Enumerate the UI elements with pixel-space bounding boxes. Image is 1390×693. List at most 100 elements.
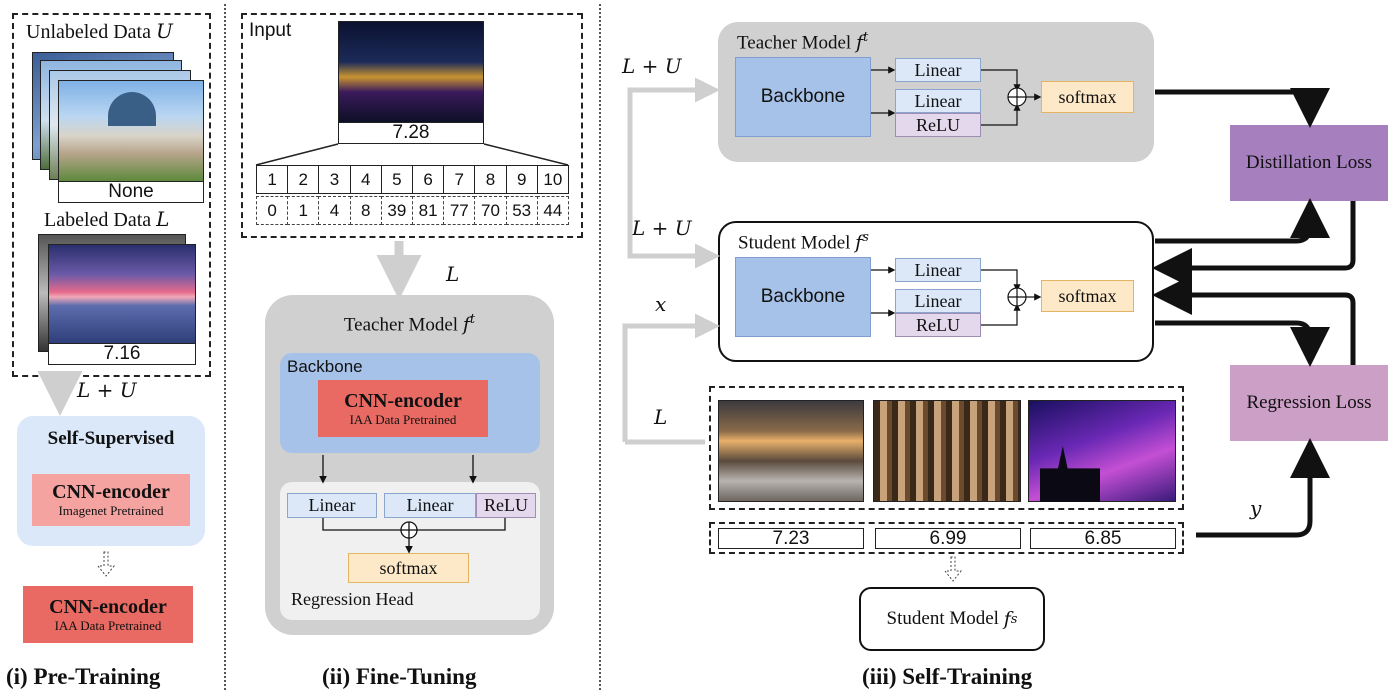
- divider-left: [224, 4, 226, 690]
- teacher-title-text: Teacher Model: [343, 314, 459, 336]
- teacher-title-selftrain: Teacher Model ft: [737, 30, 868, 54]
- divider-right: [599, 4, 601, 690]
- bin-cell: 6: [412, 165, 445, 194]
- input-box: [241, 13, 583, 238]
- backbone-label-finetune: Backbone: [287, 357, 363, 376]
- student-relu: ReLU: [895, 313, 981, 337]
- count-cell: 53: [505, 196, 538, 225]
- unlabeled-data-label: Unlabeled Data U: [26, 19, 173, 44]
- selftrain-score: 6.85: [1030, 528, 1176, 549]
- teacher-relu-text: ReLU: [916, 114, 960, 135]
- st-student-title-text: Student Model: [738, 232, 851, 254]
- ft-linear-1-text: Linear: [308, 495, 356, 515]
- teacher-backbone: Backbone: [735, 57, 871, 137]
- selftrain-photo-1: [718, 400, 864, 502]
- labeled-score: 7.16: [103, 343, 141, 364]
- encoder-finetune-title: CNN-encoder: [344, 389, 462, 412]
- teacher-softmax: softmax: [1041, 81, 1134, 113]
- bin-cell: 4: [349, 165, 382, 194]
- self-supervised-title: Self-Supervised: [47, 428, 175, 449]
- arrow-student-to-regress: [1155, 320, 1330, 367]
- bin-cell: 9: [505, 165, 538, 194]
- ft-softmax: softmax: [348, 553, 469, 583]
- caption-pretraining: (i) Pre-Training: [6, 664, 161, 689]
- arrow-student-input-x: [622, 313, 720, 442]
- teacher-backbone-text: Backbone: [760, 86, 846, 107]
- pretrain-data-box: [12, 13, 211, 377]
- teacher-title-finetune: Teacher Model ft: [265, 312, 554, 336]
- count-cell: 44: [536, 196, 569, 225]
- input-photo: [338, 21, 484, 123]
- count-cell: 0: [256, 196, 289, 225]
- teacher-sup: t: [469, 312, 476, 327]
- distillation-loss-text: Distillation Loss: [1245, 152, 1373, 173]
- student-backbone: Backbone: [735, 257, 871, 337]
- encoder-imagenet-sub: Imagenet Pretrained: [58, 503, 164, 518]
- caption-selftraining: (iii) Self-Training: [862, 664, 1033, 689]
- final-student-title: Student Model: [886, 608, 999, 629]
- unlabeled-score: None: [108, 181, 154, 202]
- arrow-y-to-regress: [1196, 438, 1330, 538]
- selftrain-score: 7.23: [718, 528, 864, 549]
- final-student-symbol: f: [1003, 608, 1011, 630]
- ft-linear-1: Linear: [287, 493, 377, 518]
- input-score-box: 7.28: [338, 122, 484, 144]
- pretrain-arrow-label: L + U: [77, 378, 137, 402]
- ft-linear-2-text: Linear: [406, 495, 454, 515]
- final-student-sup: s: [1010, 611, 1018, 627]
- arrow-regress-back: [1152, 275, 1356, 365]
- selftrain-scores-box: [709, 522, 1184, 554]
- student-linear-1: Linear: [895, 258, 981, 282]
- labeled-label-text: Labeled Data: [44, 209, 152, 231]
- regression-head-label: Regression Head: [291, 589, 414, 609]
- teacher-linear-1-text: Linear: [914, 59, 962, 80]
- student-linear-2-text: Linear: [914, 290, 962, 311]
- arrow-teacher-input: [627, 77, 720, 235]
- student-softmax: softmax: [1041, 280, 1134, 312]
- st-student-symbol: f: [855, 231, 863, 254]
- arrow-pretrain-hollow: [96, 551, 116, 577]
- selftrain-score: 6.99: [875, 528, 1021, 549]
- ft-linear-2: Linear: [384, 493, 476, 518]
- st-teacher-title-text: Teacher Model: [737, 32, 852, 54]
- student-linear-2: Linear: [895, 289, 981, 313]
- unlabeled-symbol: U: [155, 19, 173, 43]
- arrow-teacher-to-distill: [1155, 88, 1330, 128]
- st-teacher-sup: t: [863, 30, 869, 45]
- encoder-finetune-sub: IAA Data Pretrained: [349, 411, 457, 427]
- input-score: 7.28: [392, 122, 430, 143]
- count-cell: 77: [443, 196, 476, 225]
- input-label: Input: [249, 20, 292, 41]
- count-cell: 1: [287, 196, 320, 225]
- label-L: L: [654, 405, 668, 429]
- count-cell: 4: [318, 196, 351, 225]
- count-cell: 39: [380, 196, 413, 225]
- unlabeled-photo-dome: [108, 92, 156, 126]
- count-cell: 8: [349, 196, 382, 225]
- encoder-iaa-pretrain: CNN-encoder IAA Data Pretrained: [23, 586, 193, 643]
- count-cell: 70: [474, 196, 507, 225]
- label-x: x: [655, 292, 667, 316]
- bin-cell: 7: [443, 165, 476, 194]
- unlabeled-score-box: None: [58, 181, 204, 203]
- caption-finetuning: (ii) Fine-Tuning: [322, 664, 477, 689]
- teacher-linear-2-text: Linear: [914, 90, 962, 111]
- student-title-selftrain: Student Model fs: [738, 230, 869, 254]
- ft-relu-text: ReLU: [484, 495, 528, 515]
- arrow-student-to-distill: [1155, 198, 1330, 244]
- count-cell: 81: [412, 196, 445, 225]
- bin-cell: 10: [536, 165, 569, 194]
- st-teacher-symbol: f: [855, 31, 863, 54]
- st-student-sup: s: [862, 230, 869, 245]
- ft-softmax-text: softmax: [379, 557, 438, 578]
- student-linear-1-text: Linear: [914, 259, 962, 280]
- teacher-softmax-text: softmax: [1058, 86, 1117, 107]
- teacher-linear-2: Linear: [895, 89, 981, 113]
- bin-cell: 8: [474, 165, 507, 194]
- unlabeled-label-text: Unlabeled Data: [26, 21, 151, 43]
- encoder-imagenet: CNN-encoder Imagenet Pretrained: [32, 474, 190, 526]
- ft-relu: ReLU: [476, 493, 536, 518]
- labeled-data-label: Labeled Data L: [44, 207, 169, 232]
- teacher-relu: ReLU: [895, 113, 981, 137]
